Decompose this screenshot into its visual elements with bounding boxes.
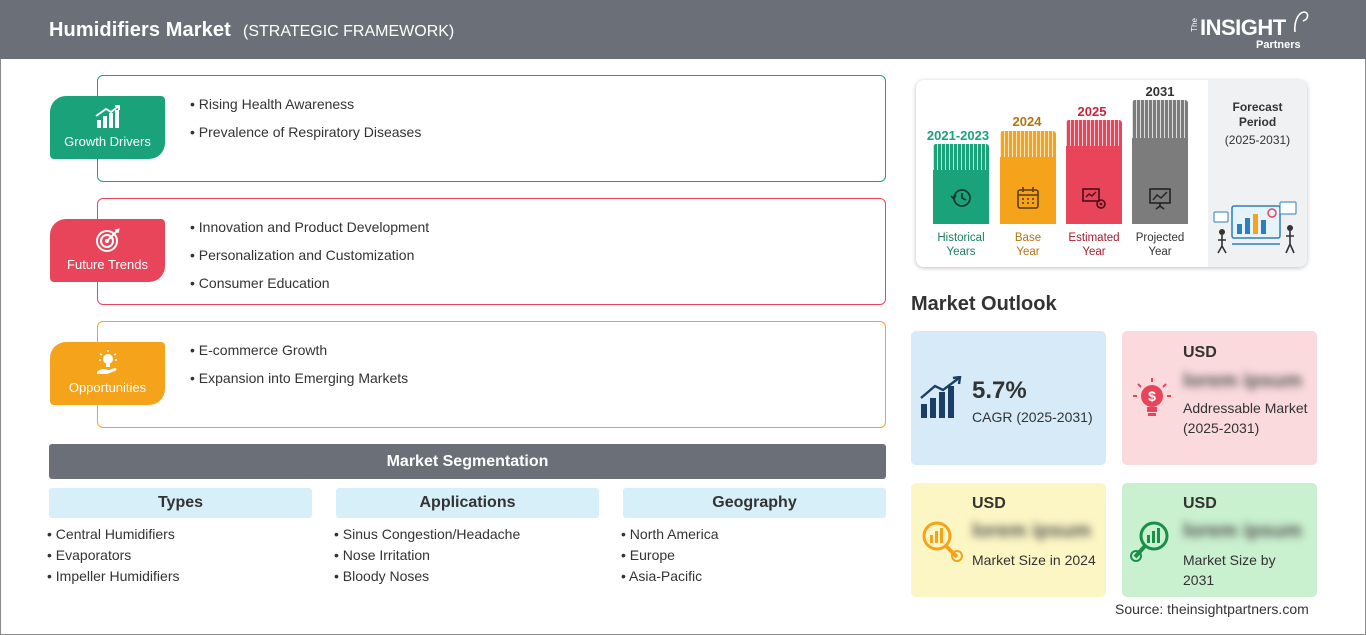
size-2024-value: lorem ipsum: [972, 520, 1091, 542]
market-segmentation-bar: Market Segmentation: [49, 444, 886, 479]
forecast-title-line2: Period: [1238, 115, 1277, 129]
list-item: • Sinus Congestion/Headache: [334, 526, 521, 542]
growth-drivers-badge: Growth Drivers: [50, 96, 171, 165]
future-trends-box: [97, 198, 886, 305]
size-2031-label: Market Size by 2031: [1183, 552, 1276, 588]
timeline-bar-historical: [933, 144, 989, 224]
dollar-bulb-icon: $: [1133, 378, 1171, 416]
timeline-bar-projected: [1132, 100, 1188, 224]
forecast-range: (2025-2031): [1224, 133, 1291, 147]
list-item: • Nose Irritation: [334, 547, 430, 563]
timeline-year-base: 2024: [1012, 114, 1042, 129]
list-item: • Innovation and Product Development: [190, 219, 430, 235]
cagr-card: 5.7% CAGR (2025-2031): [911, 331, 1106, 465]
opportunities-list: • E-commerce Growth • Expansion into Eme…: [190, 342, 408, 398]
addressable-value: lorem ipsum: [1183, 370, 1302, 392]
forecast-title-line1: Forecast: [1232, 100, 1283, 114]
list-item: • North America: [621, 526, 719, 542]
market-size-2024-card: USD lorem ipsum Market Size in 2024: [911, 483, 1106, 597]
list-item: • Expansion into Emerging Markets: [190, 370, 409, 386]
list-item: • Rising Health Awareness: [190, 96, 355, 112]
logo-swoosh-icon: [1294, 11, 1309, 33]
cagr-value: 5.7%: [972, 377, 1027, 404]
opportunities-box: [97, 321, 886, 428]
source-credit[interactable]: Source: theinsightpartners.com: [1115, 601, 1309, 617]
growth-chart-icon: [920, 376, 962, 418]
lightbulb-hand-icon: [97, 350, 117, 374]
growth-drivers-list: • Rising Health Awareness • Prevalence o…: [190, 96, 421, 152]
addressable-label: Addressable Market (2025-2031): [1183, 400, 1308, 436]
magnifier-growth-icon: [1130, 521, 1169, 562]
estimate-gear-icon: [1082, 188, 1106, 209]
addressable-usd: USD: [1183, 344, 1217, 361]
page-subtitle: (STRATEGIC FRAMEWORK): [243, 23, 455, 40]
size-2031-value: lorem ipsum: [1183, 520, 1302, 542]
list-item: • Europe: [621, 547, 675, 563]
segment-heading-applications: Applications: [336, 488, 599, 518]
size-2024-label: Market Size in 2024: [972, 552, 1096, 568]
target-icon: [96, 228, 120, 252]
size-2024-usd: USD: [972, 495, 1006, 512]
market-outlook-title: Market Outlook: [911, 293, 1057, 315]
timeline-bar-estimated: [1066, 120, 1122, 224]
list-item: • Central Humidifiers: [47, 526, 175, 542]
calendar-icon: [1017, 187, 1039, 209]
timeline-bar-base: [1000, 131, 1056, 224]
bar-chart-growth-icon: [95, 105, 120, 128]
timeline-year-historical: 2021-2023: [926, 128, 990, 143]
page-title: Humidifiers Market: [49, 19, 231, 41]
market-size-2031-card: USD lorem ipsum Market Size by 2031: [1122, 483, 1317, 597]
size-2031-usd: USD: [1183, 495, 1217, 512]
growth-drivers-box: [97, 75, 886, 182]
list-item: • E-commerce Growth: [190, 342, 328, 358]
history-clock-icon: [950, 189, 971, 207]
insight-partners-logo[interactable]: The INSIGHT Partners: [1190, 10, 1310, 52]
addressable-market-card: $ USD lorem ipsum Addressable Market (20…: [1122, 331, 1317, 465]
future-trends-badge: Future Trends: [50, 219, 171, 288]
list-item: • Prevalence of Respiratory Diseases: [190, 124, 422, 140]
cagr-label: CAGR (2025-2031): [972, 409, 1093, 425]
list-item: • Evaporators: [47, 547, 132, 563]
segment-heading-geography: Geography: [623, 488, 886, 518]
segment-list-types: • Central Humidifiers • Evaporators • Im…: [47, 526, 180, 589]
future-trends-list: • Innovation and Product Development • P…: [190, 219, 429, 303]
timeline-year-projected: 2031: [1145, 84, 1175, 99]
timeline-year-estimated: 2025: [1077, 104, 1107, 119]
segment-heading-types: Types: [49, 488, 312, 518]
svg-text:$: $: [1148, 388, 1156, 404]
page-header: Humidifiers Market (STRATEGIC FRAMEWORK)…: [0, 0, 1366, 59]
list-item: • Impeller Humidifiers: [47, 568, 180, 584]
list-item: • Bloody Noses: [334, 568, 430, 584]
segment-list-geography: • North America • Europe • Asia-Pacific: [621, 526, 719, 589]
opportunities-badge: Opportunities: [50, 342, 171, 411]
list-item: • Asia-Pacific: [621, 568, 703, 584]
list-item: • Consumer Education: [190, 275, 330, 291]
analyst-dashboard-illustration-icon: [1213, 201, 1297, 254]
presentation-board-icon: [1149, 188, 1171, 210]
list-item: • Personalization and Customization: [190, 247, 415, 263]
magnifier-chart-icon: [922, 521, 963, 562]
segment-list-applications: • Sinus Congestion/Headache • Nose Irrit…: [334, 526, 520, 589]
